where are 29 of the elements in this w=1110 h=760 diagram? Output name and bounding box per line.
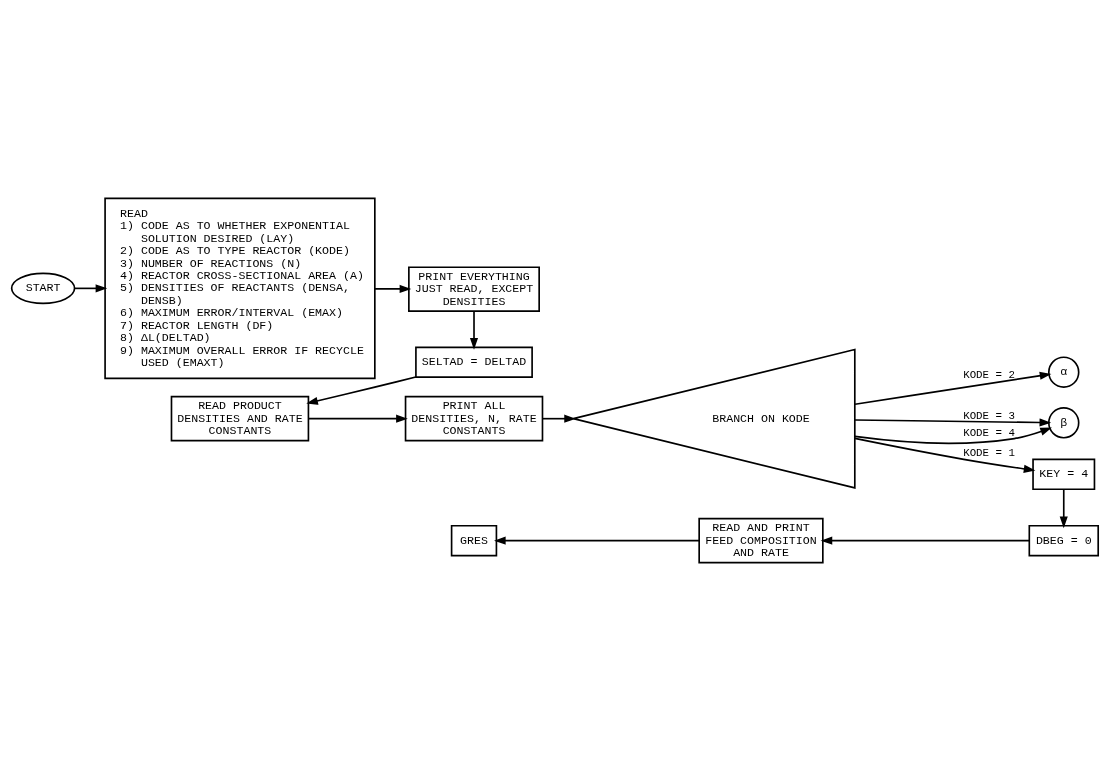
- node-ellipse: START: [10, 272, 76, 304]
- node-box: PRINT ALL DENSITIES, N, RATE CONSTANTS: [404, 395, 544, 441]
- node-box: READ AND PRINT FEED COMPOSITION AND RATE: [698, 517, 824, 563]
- arrow: [307, 414, 408, 423]
- node-box: READ 1) CODE AS TO WHETHER EXPONENTIAL SOLUTION DESIRED (LAY) 2) CODE AS TO TYPE REACTOR (KODE) 3) NUMBER OF REACTIONS (N) 4) REACTOR CROSS-SECTIONAL AREA (A) 5) DENSITIES OF REACTANTS (DENSA, DENSB) 6) MAXIMUM ERROR/INTERVAL (EMAX) 7) REACTOR LENGTH (DF) 8) ΔL(DELTAD) 9) MAXIMUM OVERALL ERROR IF RECYCLE USED (EMAXT): [104, 197, 376, 379]
- node-box: PRINT EVERYTHING JUST READ, EXCEPT DENSITIES: [408, 265, 540, 312]
- edge-label: KODE = 1: [963, 446, 1015, 459]
- arrow: [854, 427, 1052, 444]
- arrow: [306, 375, 417, 405]
- arrow: [374, 284, 412, 293]
- arrow: [854, 417, 1052, 427]
- node-circle: α: [1048, 355, 1080, 388]
- edge-label: KODE = 4: [963, 426, 1015, 439]
- edge-label: KODE = 2: [963, 368, 1015, 381]
- edge-label: KODE = 3: [963, 409, 1015, 422]
- node-box: KEY = 4: [1032, 458, 1096, 490]
- arrow: [469, 310, 479, 350]
- arrow: [1059, 488, 1068, 528]
- node-box: SELTAD = DELTAD: [415, 345, 533, 378]
- arrow: [73, 283, 108, 292]
- arrow: [494, 536, 700, 545]
- node-box: DBEG = 0: [1028, 524, 1100, 556]
- node-circle: β: [1048, 406, 1080, 439]
- arrow: [820, 536, 1031, 545]
- node-box: READ PRODUCT DENSITIES AND RATE CONSTANTS: [170, 395, 310, 441]
- arrow: [854, 371, 1052, 405]
- node-box: GRES: [450, 524, 498, 556]
- arrow: [542, 414, 576, 423]
- arrow: [854, 437, 1036, 473]
